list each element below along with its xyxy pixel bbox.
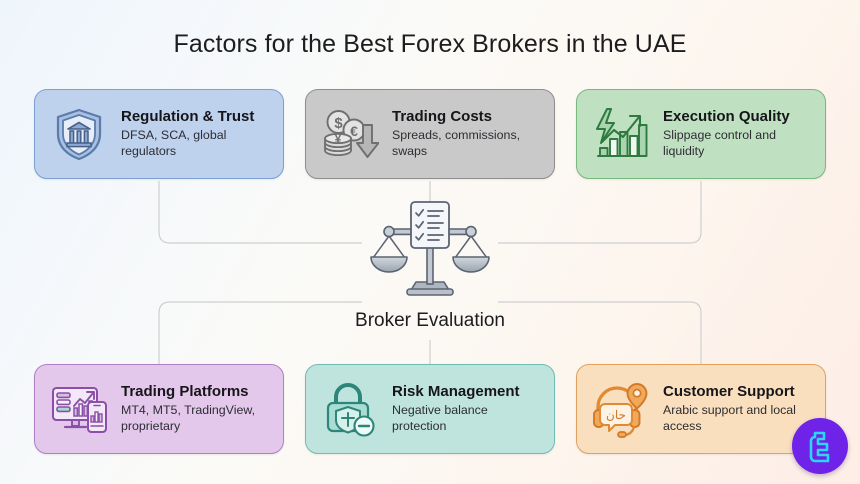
- headset-arabic-bubble-pin-icon: حان: [590, 378, 652, 440]
- card-heading: Regulation & Trust: [121, 108, 255, 125]
- svg-text:$: $: [334, 115, 343, 132]
- card-subtext: MT4, MT5, TradingView, proprietary: [121, 403, 256, 434]
- svg-text:€: €: [350, 123, 358, 139]
- center-node: Broker Evaluation: [0, 196, 860, 332]
- card-subtext: Arabic support and local access: [663, 403, 796, 434]
- coins-down-arrow-icon: $ € ¥: [319, 103, 381, 165]
- card-subtext: Negative balance protection: [392, 403, 488, 434]
- card-customer-support[interactable]: حان Customer Support Arabic support and …: [576, 364, 826, 454]
- card-subtext: DFSA, SCA, global regulators: [121, 128, 227, 159]
- svg-text:¥: ¥: [335, 132, 342, 146]
- card-execution-quality[interactable]: Execution Quality Slippage control and l…: [576, 89, 826, 179]
- svg-text:حان: حان: [606, 408, 626, 422]
- card-heading: Customer Support: [663, 383, 795, 400]
- card-risk-management[interactable]: Risk Management Negative balance protect…: [305, 364, 555, 454]
- card-subtext: Slippage control and liquidity: [663, 128, 776, 159]
- padlock-shield-minus-icon: [319, 378, 381, 440]
- card-trading-costs[interactable]: $ € ¥ Trading Costs: [305, 89, 555, 179]
- monitor-phone-chart-icon: [48, 378, 110, 440]
- center-node-label: Broker Evaluation: [355, 310, 505, 331]
- brand-mark-icon: [809, 431, 830, 463]
- shield-bank-icon: [48, 103, 110, 165]
- balance-scale-checklist-icon: [0, 196, 860, 300]
- card-regulation-trust[interactable]: Regulation & Trust DFSA, SCA, global reg…: [34, 89, 284, 179]
- card-heading: Risk Management: [392, 383, 520, 400]
- card-subtext: Spreads, commissions, swaps: [392, 128, 521, 159]
- card-heading: Execution Quality: [663, 108, 790, 125]
- brand-logo-badge[interactable]: [792, 418, 848, 474]
- card-trading-platforms[interactable]: Trading Platforms MT4, MT5, TradingView,…: [34, 364, 284, 454]
- card-heading: Trading Costs: [392, 108, 493, 125]
- card-heading: Trading Platforms: [121, 383, 249, 400]
- lightning-bar-chart-icon: [590, 103, 652, 165]
- page-title: Factors for the Best Forex Brokers in th…: [173, 30, 687, 58]
